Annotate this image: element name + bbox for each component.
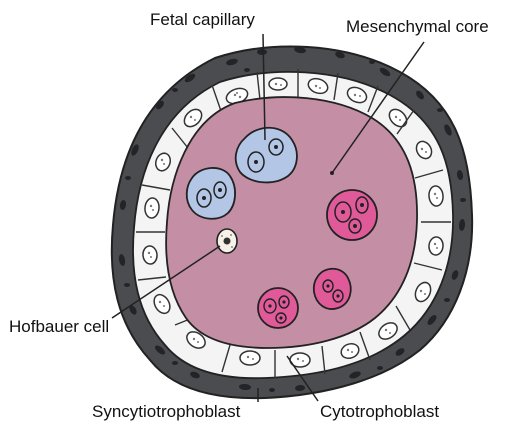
label-syncytiotrophoblast: Syncytiotrophoblast: [92, 402, 240, 422]
label-fetal-capillary: Fetal capillary: [150, 10, 255, 30]
label-mesenchymal-core: Mesenchymal core: [346, 17, 489, 37]
label-cytotrophoblast: Cytotrophoblast: [320, 402, 439, 422]
pink-capillary-lower: [258, 288, 298, 328]
pink-capillary-right: [327, 190, 377, 240]
mesenchymal-core-dot: [330, 171, 334, 175]
hofbauer-cell: [217, 229, 237, 253]
label-hofbauer-cell: Hofbauer cell: [9, 317, 109, 337]
pink-capillary-small: [314, 269, 351, 309]
fetal-capillary-lower: [187, 168, 235, 219]
